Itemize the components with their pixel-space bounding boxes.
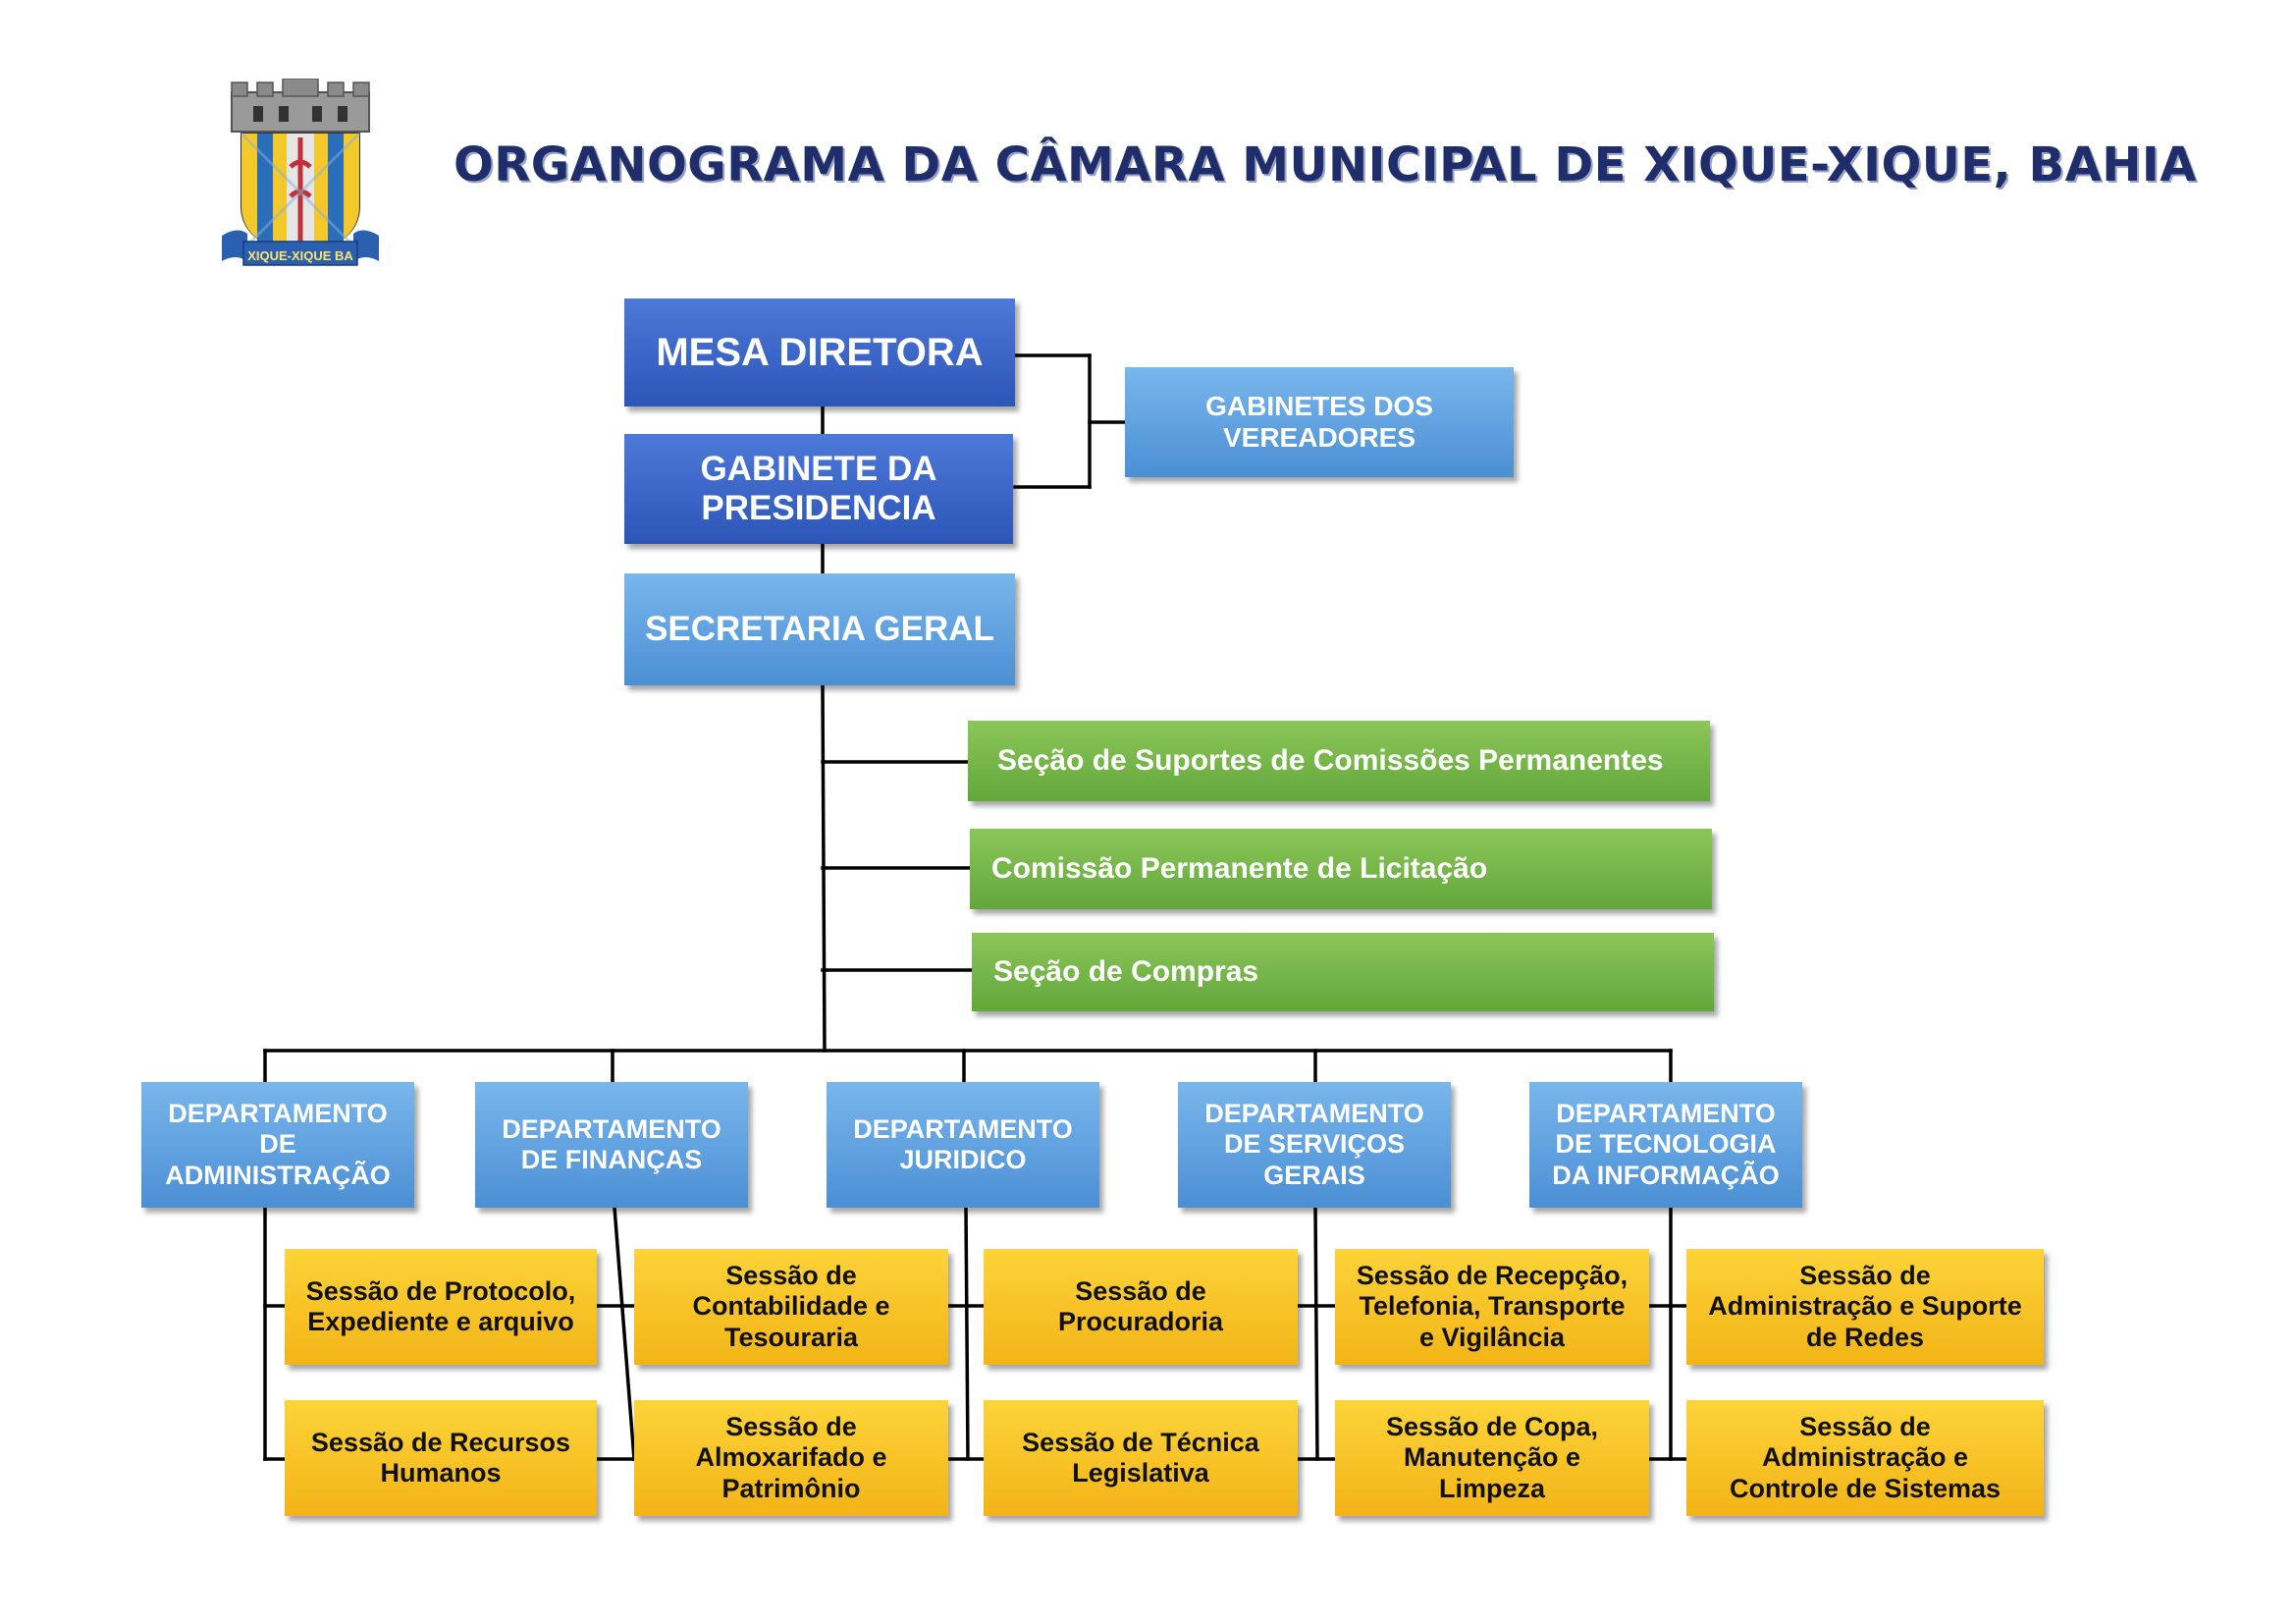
unit-controle-sistemas: Sessão de Administração e Controle de Si… (1686, 1400, 2044, 1516)
department-juridico: DEPARTAMENTO JURIDICO (827, 1082, 1099, 1208)
department-administracao: DEPARTAMENTO DE ADMINISTRAÇÃO (141, 1082, 414, 1208)
unit-protocolo: Sessão de Protocolo, Expediente e arquiv… (285, 1249, 597, 1365)
secretaria-geral-box: SECRETARIA GERAL (624, 573, 1015, 685)
unit-procuradoria: Sessão de Procuradoria (984, 1249, 1298, 1365)
gabinete-presidencia-box: GABINETE DA PRESIDENCIA (624, 434, 1013, 544)
section-compras: Seção de Compras (972, 933, 1714, 1011)
unit-recursos-humanos: Sessão de Recursos Humanos (285, 1400, 597, 1516)
unit-suporte-redes: Sessão de Administração e Suporte de Red… (1686, 1249, 2044, 1365)
section-comissao-licitacao: Comissão Permanente de Licitação (970, 829, 1712, 909)
page-title: ORGANOGRAMA DA CÂMARA MUNICIPAL DE XIQUE… (454, 137, 2197, 192)
unit-contabilidade: Sessão de Contabilidade e Tesouraria (634, 1249, 948, 1365)
unit-almoxarifado: Sessão de Almoxarifado e Patrimônio (634, 1400, 948, 1516)
unit-copa: Sessão de Copa, Manutenção e Limpeza (1335, 1400, 1649, 1516)
crest-ribbon-text: XIQUE-XIQUE BA (247, 248, 353, 263)
unit-recepcao: Sessão de Recepção, Telefonia, Transport… (1335, 1249, 1649, 1365)
department-financas: DEPARTAMENTO DE FINANÇAS (475, 1082, 748, 1208)
department-servicos-gerais: DEPARTAMENTO DE SERVIÇOS GERAIS (1178, 1082, 1451, 1208)
department-tecnologia: DEPARTAMENTO DE TECNOLOGIA DA INFORMAÇÃO (1529, 1082, 1802, 1208)
unit-tecnica-legislativa: Sessão de Técnica Legislativa (984, 1400, 1298, 1516)
mesa-diretora-box: MESA DIRETORA (624, 298, 1015, 406)
gabinetes-vereadores-box: GABINETES DOS VEREADORES (1125, 367, 1514, 477)
coat-of-arms-icon (222, 79, 379, 266)
section-suporte-comissoes: Seção de Suportes de Comissões Permanent… (968, 721, 1710, 801)
